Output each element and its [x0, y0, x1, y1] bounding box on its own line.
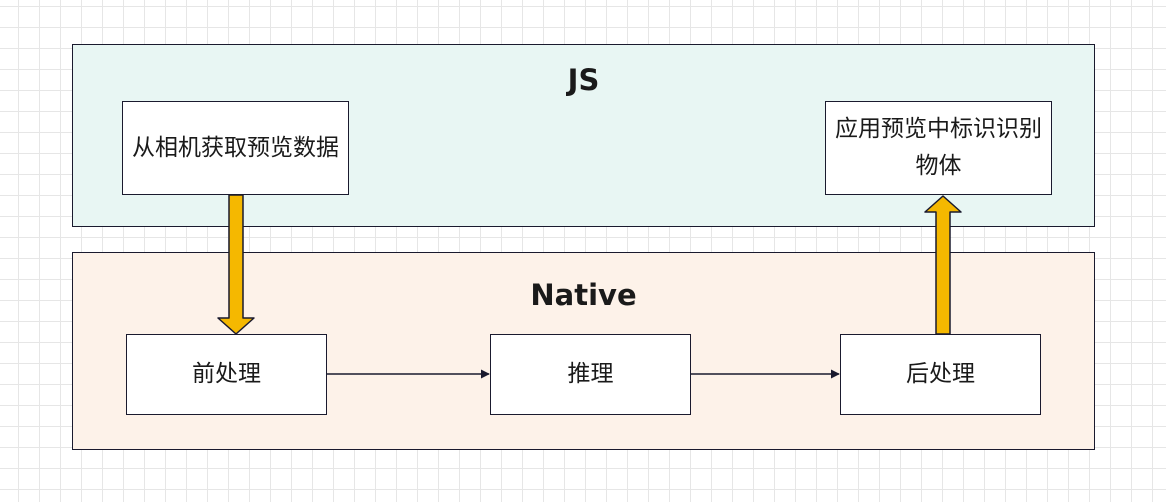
inference-label: 推理 — [567, 361, 614, 388]
postprocess-label: 后处理 — [906, 361, 975, 388]
preprocess-label: 前处理 — [192, 361, 261, 388]
js-layer-title: JS — [567, 63, 600, 97]
capture-preview-label: 从相机获取预览数据 — [132, 134, 339, 161]
inference-box[interactable]: 推理 — [490, 334, 691, 415]
postprocess-box[interactable]: 后处理 — [840, 334, 1041, 415]
capture-preview-box[interactable]: 从相机获取预览数据 — [122, 101, 349, 195]
native-layer-title: Native — [530, 278, 637, 312]
display-detection-box[interactable]: 应用预览中标识识别物体 — [825, 101, 1052, 195]
preprocess-box[interactable]: 前处理 — [126, 334, 327, 415]
display-detection-label: 应用预览中标识识别物体 — [835, 116, 1042, 179]
